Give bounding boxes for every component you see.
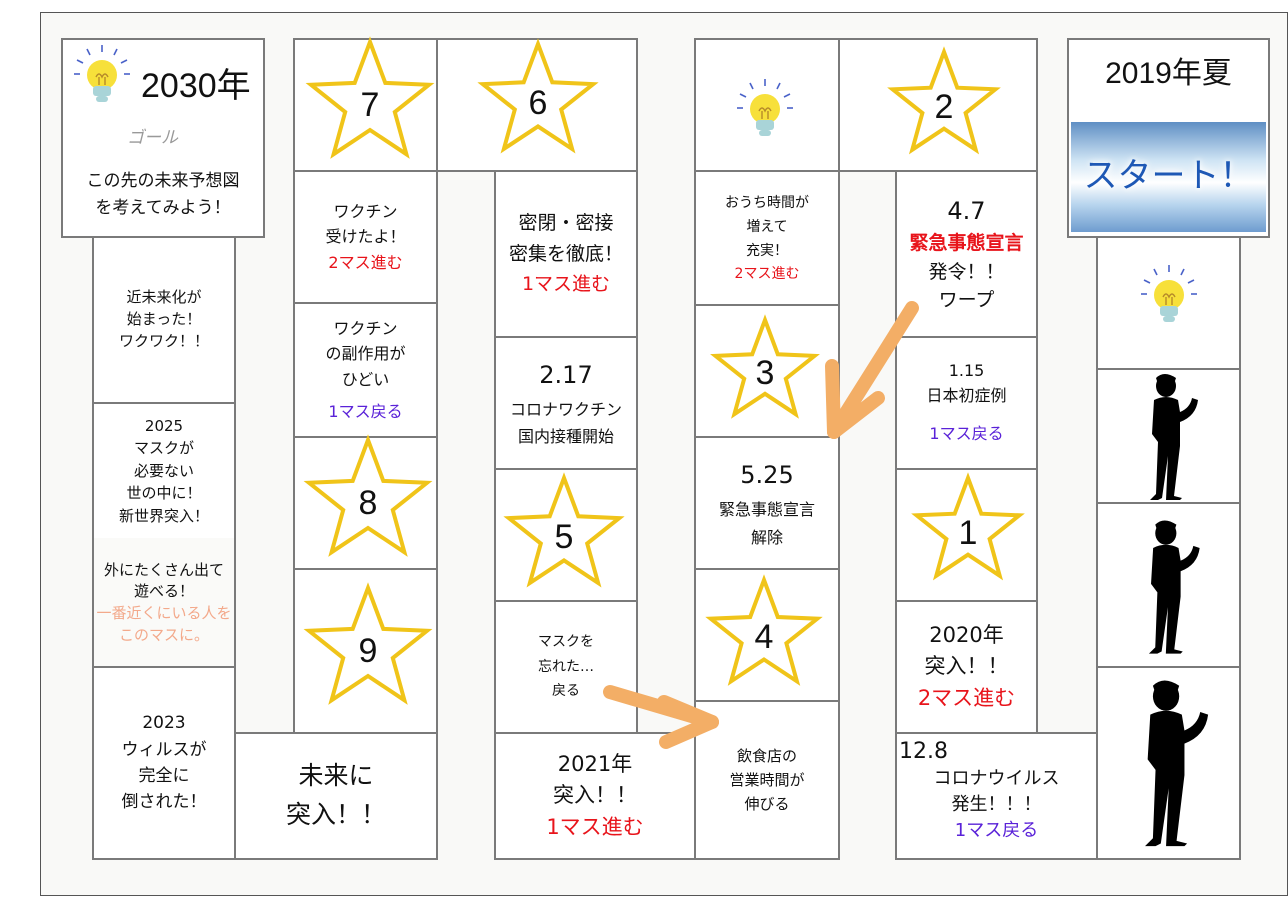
cell-star-6[interactable] [436,38,638,172]
cell-silhouette-1[interactable] [1096,368,1241,504]
cell-star-7[interactable] [293,38,438,172]
goal-year: 2030年 [141,67,251,105]
lightbulb-icon [737,79,793,136]
start-sky-panel: スタート！ [1071,122,1266,232]
cell-ouchi[interactable]: おうち時間が増えて充実！2マス進む [694,170,840,306]
cell-inshoku[interactable]: 飲食店の営業時間が伸びる [694,700,840,860]
person-silhouette-icon [1145,680,1209,847]
person-silhouette-icon [1148,520,1200,654]
cell-47[interactable]: 4.7 緊急事態宣言 発令！！ワープ [895,170,1038,338]
cell-mirai[interactable]: 未来に突入！！ [234,732,438,860]
start-label: スタート！ [1083,156,1254,197]
cell-2020[interactable]: 2020年突入！！2マス進む [895,600,1038,734]
cell-mippei[interactable]: 密閉・密接密集を徹底！1マス進む [494,170,638,338]
cell-star-5[interactable] [494,468,638,602]
cell-star-1[interactable] [895,468,1038,602]
cell-kinmirai[interactable]: 近未来化が始まった！ワクワク！！ [92,236,236,404]
lightbulb-icon [1141,265,1197,322]
start-cell[interactable]: 2019年夏 スタート！ [1067,38,1270,238]
cell-vaccine2[interactable]: ワクチンの副作用がひどい 1マス戻る [293,302,438,438]
cell-star-8[interactable] [293,436,438,570]
cell-star-9[interactable] [293,568,438,734]
cell-2021[interactable]: 2021年突入！！1マス進む [494,732,696,860]
cell-bulb-2[interactable] [694,38,840,172]
person-silhouette-icon [1150,374,1198,500]
cell-silhouette-2[interactable] [1096,502,1241,668]
cell-vaccine1[interactable]: ワクチン受けたよ！2マス進む [293,170,438,304]
start-title: 2019年夏 [1105,57,1232,90]
goal-description: この先の未来予想図を考えてみよう！ [86,171,240,219]
lightbulb-icon [74,45,130,102]
cell-mask[interactable]: マスクを忘れた…戻る [494,600,638,734]
cell-bulb-1[interactable] [1096,236,1241,370]
cell-star-4[interactable] [694,568,840,702]
cell-star-2[interactable] [838,38,1038,172]
cell-1208[interactable]: 12.8 コロナウイルス発生！！！1マス戻る [895,732,1098,860]
goal-label: ゴール [127,128,178,148]
cell-silhouette-3[interactable] [1096,666,1241,860]
cell-soto[interactable]: 外にたくさん出て遊べる！ 一番近くにいる人をこのマスに。 [92,538,236,668]
cell-star-3[interactable] [694,304,840,438]
goal-cell[interactable]: 2030年 ゴール この先の未来予想図を考えてみよう！ [61,38,265,238]
